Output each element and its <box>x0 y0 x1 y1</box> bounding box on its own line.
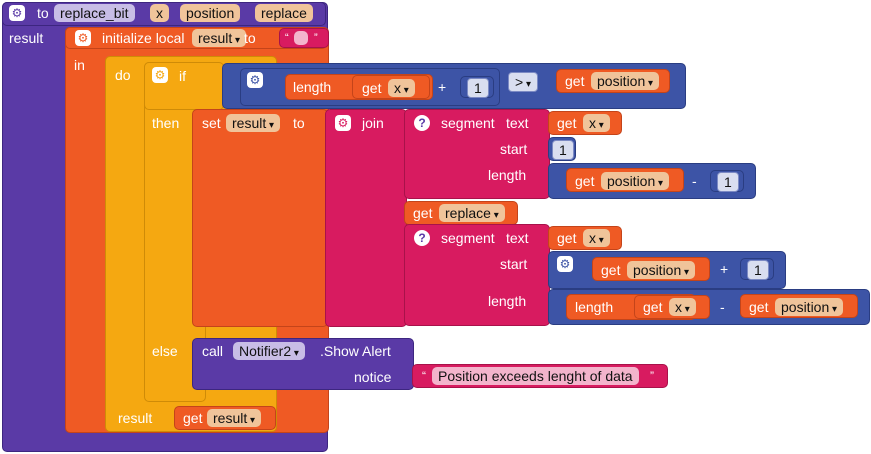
get-position-var[interactable]: position <box>591 72 660 90</box>
compare-operator[interactable]: > <box>508 72 538 92</box>
set-to-label: to <box>293 115 305 131</box>
call-label: call <box>202 343 224 359</box>
set-var[interactable]: result <box>226 114 281 132</box>
empty-text-quote-open: “ <box>285 32 289 44</box>
segment-label: segment <box>441 115 495 131</box>
gear-icon[interactable]: ⚙ <box>152 67 168 83</box>
in-label: in <box>74 57 85 73</box>
segment-start-label: start <box>500 141 528 157</box>
get-label: get <box>557 230 577 246</box>
segment-text-label: text <box>506 230 529 246</box>
gear-icon[interactable]: ⚙ <box>9 5 25 21</box>
gear-icon[interactable]: ⚙ <box>75 30 91 46</box>
to-label: to <box>37 5 49 21</box>
segment-start-label: start <box>500 256 528 272</box>
quote-close: ” <box>650 369 654 383</box>
get-label: get <box>362 80 382 96</box>
procedure-result-label: result <box>9 30 44 46</box>
do-result-label: result <box>118 410 153 426</box>
segment-length-label: length <box>488 293 527 309</box>
get-result-var[interactable]: result <box>207 409 262 427</box>
plus-label: + <box>438 79 447 95</box>
gear-icon[interactable]: ⚙ <box>335 115 351 131</box>
quote-open: “ <box>422 369 426 383</box>
get-label: get <box>557 115 577 131</box>
else-label: else <box>152 343 178 359</box>
param-replace[interactable]: replace <box>255 4 313 22</box>
notice-label: notice <box>354 369 392 385</box>
get-x-var[interactable]: x <box>583 114 610 132</box>
length-label: length <box>293 79 332 95</box>
gear-icon[interactable]: ⚙ <box>247 72 263 88</box>
param-x[interactable]: x <box>150 4 169 22</box>
start-number[interactable]: 1 <box>552 140 574 160</box>
set-result-block[interactable] <box>192 109 328 327</box>
local-to-label: to <box>244 30 256 46</box>
join-label: join <box>362 115 384 131</box>
number-one[interactable]: 1 <box>467 78 489 98</box>
segment-length-label: length <box>488 167 527 183</box>
minus-label: - <box>692 173 697 189</box>
get-label: get <box>575 173 595 189</box>
get-position-var[interactable]: position <box>601 172 670 190</box>
empty-text-value[interactable] <box>294 31 308 45</box>
number-one[interactable]: 1 <box>717 172 739 192</box>
segment-label: segment <box>441 230 495 246</box>
call-notifier-block[interactable] <box>192 338 414 390</box>
get-x-var[interactable]: x <box>669 298 696 316</box>
get-label: get <box>565 73 585 89</box>
get-x-var[interactable]: x <box>388 79 415 97</box>
get-label: get <box>413 205 433 221</box>
do-label: do <box>115 67 131 83</box>
empty-text-quote-close: ” <box>314 32 318 44</box>
join-block[interactable] <box>325 109 407 327</box>
get-label: get <box>601 262 621 278</box>
number-one[interactable]: 1 <box>747 260 769 280</box>
set-label: set <box>202 115 221 131</box>
component-dropdown[interactable]: Notifier2 <box>233 342 305 360</box>
message-text[interactable]: Position exceeds lenght of data <box>432 367 639 385</box>
length-label: length <box>575 299 614 315</box>
then-label: then <box>152 115 180 131</box>
get-label: get <box>749 299 769 315</box>
get-position-var[interactable]: position <box>627 261 696 279</box>
get-replace-var[interactable]: replace <box>439 204 505 222</box>
procedure-name[interactable]: replace_bit <box>54 4 135 22</box>
method-label: .Show Alert <box>320 343 391 359</box>
get-label: get <box>643 299 663 315</box>
local-var-name[interactable]: result <box>192 29 247 47</box>
get-position-var[interactable]: position <box>775 298 844 316</box>
gear-icon[interactable]: ⚙ <box>557 256 573 272</box>
initialize-local-label: initialize local <box>102 30 185 46</box>
get-label: get <box>183 410 203 426</box>
param-position[interactable]: position <box>180 4 241 22</box>
if-label: if <box>179 68 186 84</box>
minus-label: - <box>720 299 725 315</box>
get-x-var[interactable]: x <box>583 229 610 247</box>
segment-text-label: text <box>506 115 529 131</box>
plus-label: + <box>720 261 729 277</box>
help-icon[interactable]: ? <box>414 115 430 131</box>
help-icon[interactable]: ? <box>414 230 430 246</box>
